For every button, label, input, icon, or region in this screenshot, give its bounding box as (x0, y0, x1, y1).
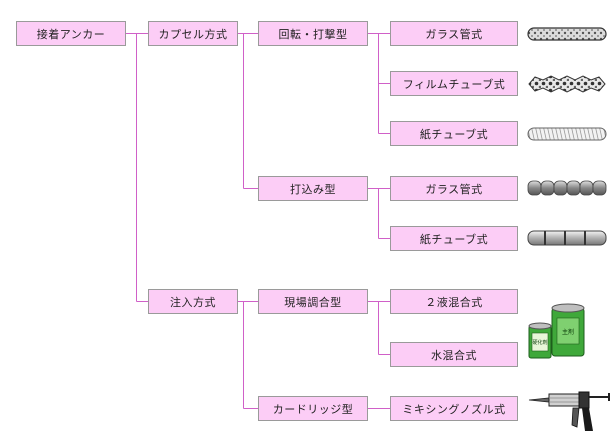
node-glass-tube-1: ガラス管式 (390, 21, 518, 46)
node-mixing-nozzle: ミキシングノズル式 (390, 396, 518, 421)
node-cartridge: カードリッジ型 (258, 396, 368, 421)
node-injection-method: 注入方式 (148, 289, 238, 314)
node-paper-tube-1: 紙チューブ式 (390, 121, 518, 146)
node-glass-tube-2: ガラス管式 (390, 176, 518, 201)
glass-tube-capsule-image-2 (527, 178, 607, 198)
node-two-part-mix: ２液混合式 (390, 289, 518, 314)
node-drive-in: 打込み型 (258, 176, 368, 201)
node-film-tube: フィルムチューブ式 (390, 71, 518, 96)
node-site-mix: 現場調合型 (258, 289, 368, 314)
two-part-mix-cans-image: 主剤 硬化剤 (527, 302, 587, 360)
glass-tube-capsule-image (527, 25, 607, 43)
paper-tube-capsule-image-2 (527, 228, 607, 248)
node-root: 接着アンカー (16, 21, 126, 46)
film-tube-capsule-image (527, 74, 607, 94)
hardener-can-label: 硬化剤 (532, 339, 547, 346)
node-rotary-percussion: 回転・打撃型 (258, 21, 368, 46)
node-capsule-method: カプセル方式 (148, 21, 238, 46)
node-paper-tube-2: 紙チューブ式 (390, 226, 518, 251)
node-water-mix: 水混合式 (390, 342, 518, 367)
cartridge-gun-image (527, 385, 613, 435)
paper-tube-capsule-image-1 (527, 125, 607, 143)
main-agent-can-label: 主剤 (562, 328, 574, 336)
